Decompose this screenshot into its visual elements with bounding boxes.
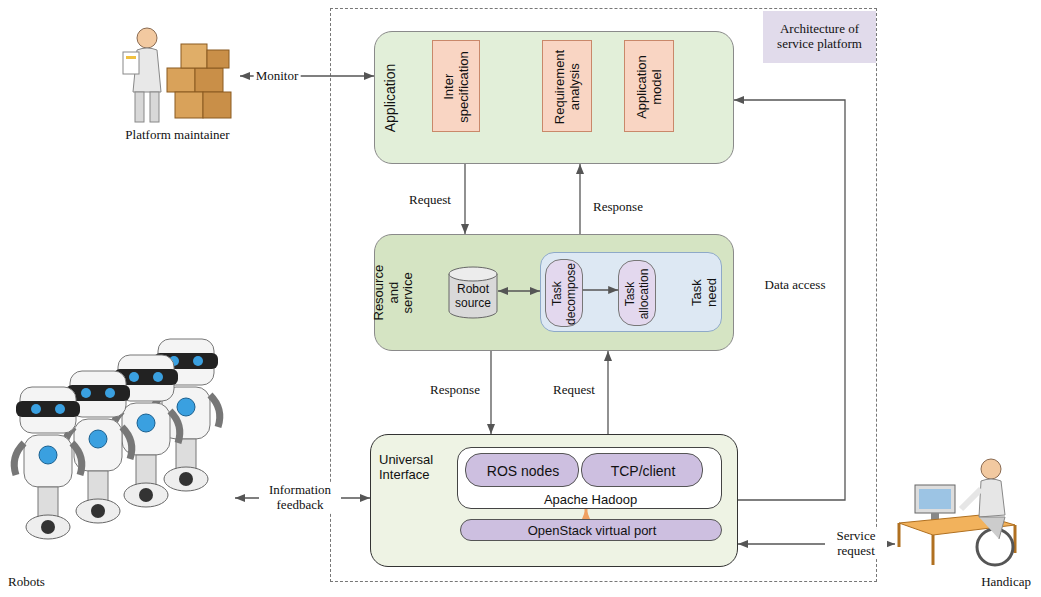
edge-label: Monitor [254, 69, 301, 84]
layer-panel: Application Inter specification Requiremen… [374, 31, 734, 164]
node-label: Robots [8, 575, 88, 590]
edge-label: Request [551, 383, 597, 398]
edge-label: Response [428, 383, 482, 398]
layer-panel: Universal InterfaceApache Hadoop ROS node… [370, 434, 738, 567]
actor-figure: Handicap [895, 455, 1035, 595]
node-label: Task allocation [624, 269, 652, 320]
illustration [0, 335, 235, 595]
node-label: Application [382, 64, 398, 133]
node-label: Robot source [455, 283, 491, 311]
node-label: Requirement analysis [553, 50, 583, 124]
process-box: Application model [624, 40, 674, 132]
connector-arrow [583, 289, 618, 290]
connector-arrow [734, 100, 845, 500]
edge-label: Response [591, 200, 645, 215]
edge-label: Service request [825, 529, 887, 559]
node-label: Resource and service [372, 265, 417, 322]
platform-boundary: Architecture of service platformApplicat… [330, 8, 877, 582]
node-label: Apache Hadoop [544, 493, 637, 508]
section-title: Architecture of service platform [763, 11, 876, 63]
component-pill: TCP/client [581, 453, 703, 487]
layer-panel: Resource and service Robot source Task nee… [374, 234, 734, 351]
node-label: Task need [690, 274, 720, 312]
connector-arrow [464, 164, 465, 234]
connector-arrow [607, 351, 608, 434]
connector-arrow [490, 351, 491, 434]
node-label: Handicap [935, 575, 1031, 590]
actor-figure: Platform maintainer [115, 22, 240, 147]
connector-arrow [585, 509, 588, 519]
node-label: Universal Interface [379, 453, 459, 483]
connector-arrow [498, 290, 540, 291]
node-label: Task decompose [551, 263, 579, 325]
node-label: TCP/client [611, 463, 676, 479]
edge-label: Data access [763, 278, 828, 293]
node-label: ROS nodes [487, 463, 559, 479]
component-pill: OpenStack virtual port [460, 519, 722, 541]
task-panel: Task need Task decompose Task allocation [540, 252, 722, 332]
process-box: Inter specification [432, 40, 480, 132]
node-label: Application model [635, 55, 665, 119]
process-pill: Task decompose [545, 259, 583, 327]
database-cylinder: Robot source [448, 266, 498, 322]
edge-label: Request [407, 193, 453, 208]
connector-arrow [579, 164, 580, 234]
actor-figure: Robots [0, 335, 235, 595]
node-label: OpenStack virtual port [528, 524, 657, 539]
edge-label: Information feedback [259, 483, 341, 513]
process-pill: Task allocation [618, 260, 656, 326]
component-pill: ROS nodes [465, 453, 579, 487]
framework-box: Apache Hadoop ROS nodes TCP/client [457, 447, 722, 509]
node-label: Inter specification [442, 51, 472, 123]
node-label: Platform maintainer [115, 128, 240, 143]
illustration [895, 455, 1035, 595]
process-box: Requirement analysis [542, 40, 592, 132]
